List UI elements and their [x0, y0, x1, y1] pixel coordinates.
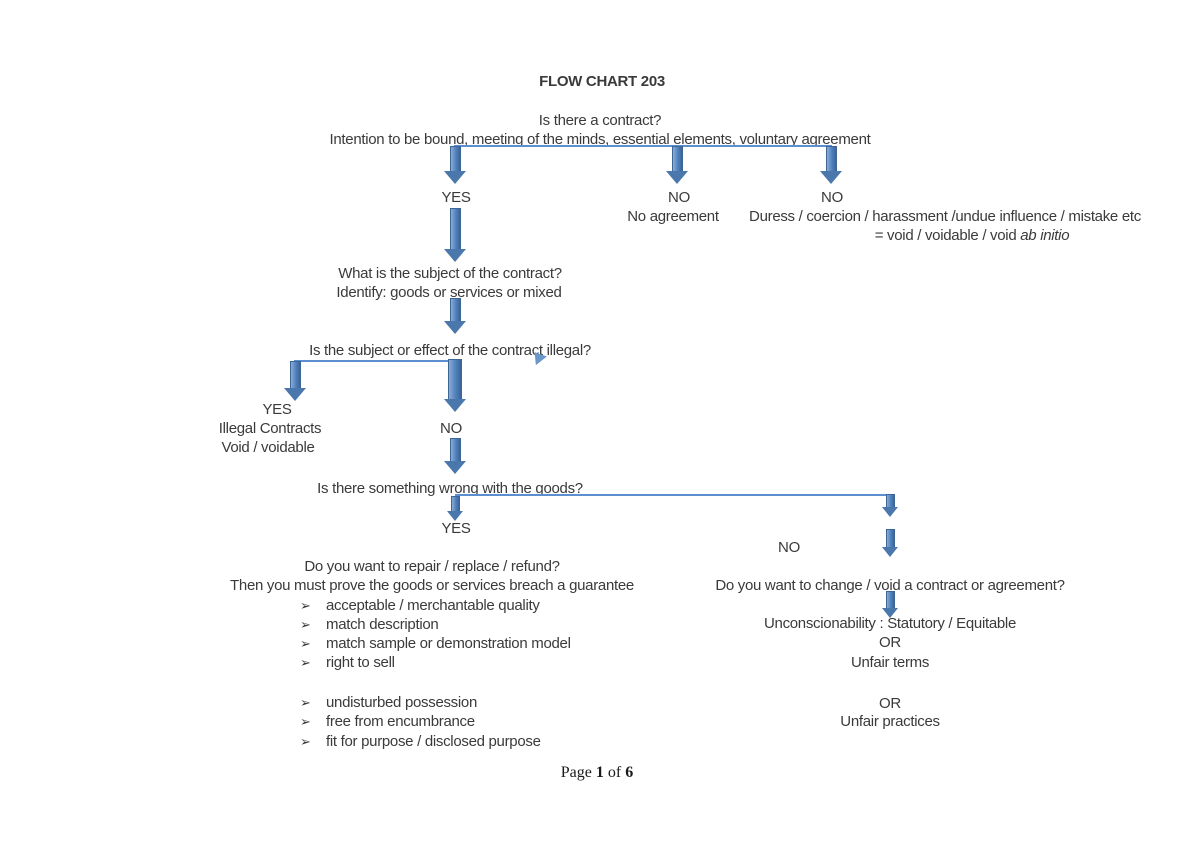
guarantee-bullet: ➢ match sample or demonstration model — [300, 634, 571, 653]
no-path-option2: Unfair terms — [850, 654, 930, 671]
yes-path-line2: Then you must prove the goods or service… — [230, 577, 634, 594]
bullet-arrow-icon: ➢ — [300, 714, 311, 729]
branch3-yes-arrow-icon — [283, 361, 307, 401]
question-3-text: Is the subject or effect of the contract… — [309, 342, 591, 359]
branch4-no-arrow1-icon — [882, 494, 898, 517]
guarantee-bullet: ➢ match description — [300, 615, 439, 634]
footer-total-pages: 6 — [625, 764, 634, 781]
bullet-arrow-icon: ➢ — [300, 655, 311, 670]
branch1-no1-arrow-icon — [665, 146, 689, 184]
branch1-no2-result: = void / voidable / void ab initio — [875, 226, 1070, 245]
bullet-text: undisturbed possession — [326, 694, 478, 711]
bullet-arrow-icon: ➢ — [300, 636, 311, 651]
bullet-arrow-icon: ➢ — [300, 734, 311, 749]
branch4-connector-line — [455, 494, 891, 496]
no-path-option3: Unfair practices — [840, 713, 940, 730]
footer-page-number: 1 — [595, 764, 604, 781]
no2-result-italic: ab initio — [1020, 227, 1070, 244]
branch4-no-label: NO — [778, 539, 800, 556]
page-title: FLOW CHART 203 — [539, 73, 665, 90]
no2-result-prefix: = void / voidable / void — [874, 227, 1021, 244]
bullet-text: free from encumbrance — [326, 713, 475, 730]
bullet-text: acceptable / merchantable quality — [326, 597, 540, 614]
bullet-arrow-icon: ➢ — [300, 598, 311, 613]
bullet-arrow-icon: ➢ — [300, 695, 311, 710]
q3-to-q4-arrow-icon — [443, 438, 467, 474]
question-2-line1: What is the subject of the contract? — [338, 265, 562, 282]
bullet-text: match description — [326, 616, 439, 633]
bullet-text: fit for purpose / disclosed purpose — [326, 733, 541, 750]
page-footer: Page 1 of 6 — [561, 764, 633, 782]
branch3-no-label: NO — [440, 420, 462, 437]
no-path-option1: Unconscionability : Statutory / Equitabl… — [763, 615, 1017, 632]
branch4-yes-arrow-icon — [447, 496, 463, 521]
guarantee-bullet: ➢ undisturbed possession — [300, 693, 477, 712]
branch1-yes-arrow-icon — [443, 146, 467, 184]
q1-to-q2-arrow-icon — [443, 208, 467, 262]
branch3-no-arrow-icon — [443, 359, 467, 412]
guarantee-bullet: ➢ acceptable / merchantable quality — [300, 596, 540, 615]
branch4-yes-label: YES — [441, 520, 471, 537]
branch3-yes-line1: Illegal Contracts — [218, 420, 322, 437]
branch1-no1-label: NO — [668, 189, 690, 206]
footer-prefix: Page — [560, 764, 596, 781]
branch1-no2-arrow-icon — [819, 146, 843, 184]
no-path-arrow-icon — [882, 591, 898, 618]
branch1-no2-label: NO — [821, 189, 843, 206]
branch4-no-arrow2-icon — [882, 529, 898, 557]
no-path-or1: OR — [879, 634, 901, 651]
footer-of: of — [603, 764, 626, 781]
bullet-arrow-icon: ➢ — [300, 617, 311, 632]
question-1-line2: Intention to be bound, meeting of the mi… — [329, 131, 871, 148]
question-1-line1: Is there a contract? — [538, 112, 662, 129]
guarantee-bullet: ➢ right to sell — [300, 653, 395, 672]
branch3-yes-label: YES — [262, 401, 292, 418]
branch1-connector-line — [454, 145, 832, 147]
guarantee-bullet: ➢ fit for purpose / disclosed purpose — [300, 732, 541, 751]
no-path-or2: OR — [879, 695, 901, 712]
yes-path-line1: Do you want to repair / replace / refund… — [304, 558, 560, 575]
no-path-question: Do you want to change / void a contract … — [715, 577, 1065, 594]
question-2-line2: Identify: goods or services or mixed — [336, 284, 562, 301]
branch1-yes-label: YES — [441, 189, 471, 206]
bullet-text: right to sell — [326, 654, 395, 671]
branch3-yes-line2: Void / voidable — [221, 439, 315, 456]
bullet-text: match sample or demonstration model — [326, 635, 571, 652]
guarantee-bullet: ➢ free from encumbrance — [300, 712, 475, 731]
branch1-no1-text: No agreement — [627, 208, 719, 225]
q2-to-q3-arrow-icon — [443, 298, 467, 334]
question-4-text: Is there something wrong with the goods? — [317, 480, 583, 497]
branch1-no2-text: Duress / coercion / harassment /undue in… — [749, 208, 1141, 225]
branch3-connector-line — [294, 360, 456, 362]
